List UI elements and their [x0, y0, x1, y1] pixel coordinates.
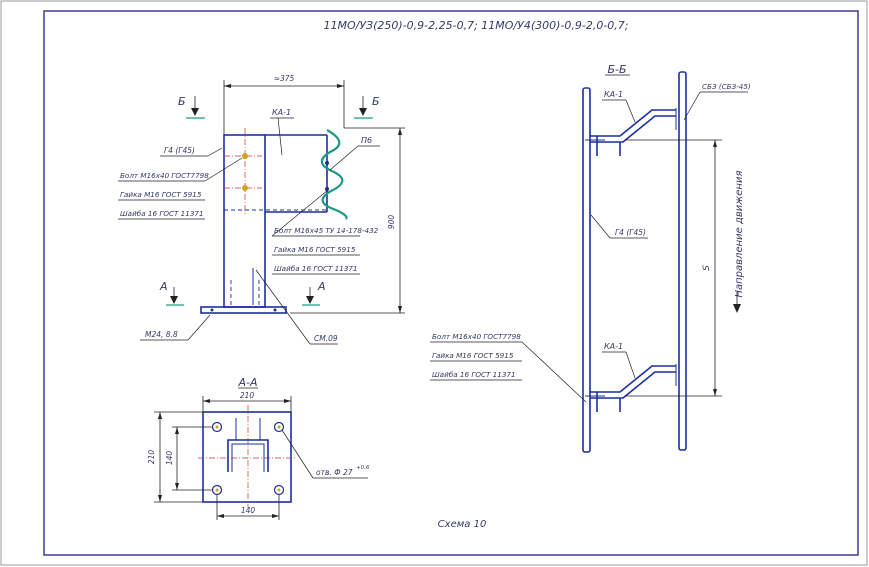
section-aa-label: А-А	[237, 376, 257, 389]
left-fastener-washer: Шайба 16 ГОСТ 11371	[120, 209, 204, 218]
section-bb: Б-Б S Направление движения	[430, 63, 751, 453]
section-a-mark-left: А	[159, 280, 168, 293]
dim-top: 210	[240, 391, 255, 400]
dim-height: 900	[387, 215, 396, 230]
dim-s: S	[702, 265, 712, 271]
scheme-label: Схема 10	[438, 519, 487, 530]
section-bb-label: Б-Б	[607, 63, 626, 76]
label-g4: Г4 (Г45)	[164, 146, 195, 155]
section-aa: А-А 210 210	[147, 376, 370, 520]
label-ka1: КА-1	[272, 108, 291, 117]
dim-bottom: 140	[241, 506, 256, 515]
inner-frame	[43, 10, 859, 556]
bb-fastener-nut: Гайка М16 ГОСТ 5915	[432, 351, 514, 360]
label-ka1-lower: КА-1	[604, 342, 623, 351]
label-p6: П6	[361, 136, 372, 145]
label-anchor: М24, 8.8	[145, 330, 178, 339]
right-fastener-bolt: Болт М16х45 ТУ 14-178-432	[274, 226, 379, 235]
left-fastener-bolt: Болт М16х40 ГОСТ7798	[120, 171, 209, 180]
label-sb3: СБЗ (СБЗ-45)	[702, 82, 751, 91]
left-fastener-nut: Гайка М16 ГОСТ 5915	[120, 190, 202, 199]
dim-left-outer: 210	[147, 450, 156, 465]
label-sm09: СМ.09	[314, 334, 338, 343]
label-g4-bb: Г4 (Г45)	[615, 228, 646, 237]
front-view: Б Б ≈375	[118, 74, 405, 345]
section-a-mark-right: А	[317, 280, 326, 293]
label-ka1-upper: КА-1	[604, 90, 623, 99]
right-fastener-washer: Шайба 16 ГОСТ 11371	[274, 264, 358, 273]
section-b-mark-right: Б	[372, 95, 380, 108]
hole-note: отв. Ф 27	[316, 468, 353, 477]
right-fastener-nut: Гайка М16 ГОСТ 5915	[274, 245, 356, 254]
right-fastener-list: Болт М16х45 ТУ 14-178-432 Гайка М16 ГОСТ…	[271, 189, 379, 275]
left-fastener-list: Болт М16х40 ГОСТ7798 Гайка М16 ГОСТ 5915…	[118, 157, 243, 220]
dim-left-inner: 140	[165, 451, 174, 466]
section-b-mark-left: Б	[178, 95, 186, 108]
bb-fastener-washer: Шайба 16 ГОСТ 11371	[432, 370, 516, 379]
bb-fastener-bolt: Болт М16х40 ГОСТ7798	[432, 332, 521, 341]
bb-fastener-list: Болт М16х40 ГОСТ7798 Гайка М16 ГОСТ 5915…	[430, 332, 587, 403]
hole-tolerance: +0.6	[356, 465, 370, 471]
drawing-title: 11МО/УЗ(250)-0,9-2,25-0,7; 11МО/У4(300)-…	[323, 19, 628, 32]
traffic-direction: Направление движения	[734, 171, 745, 298]
dim-width: ≈375	[274, 74, 295, 83]
